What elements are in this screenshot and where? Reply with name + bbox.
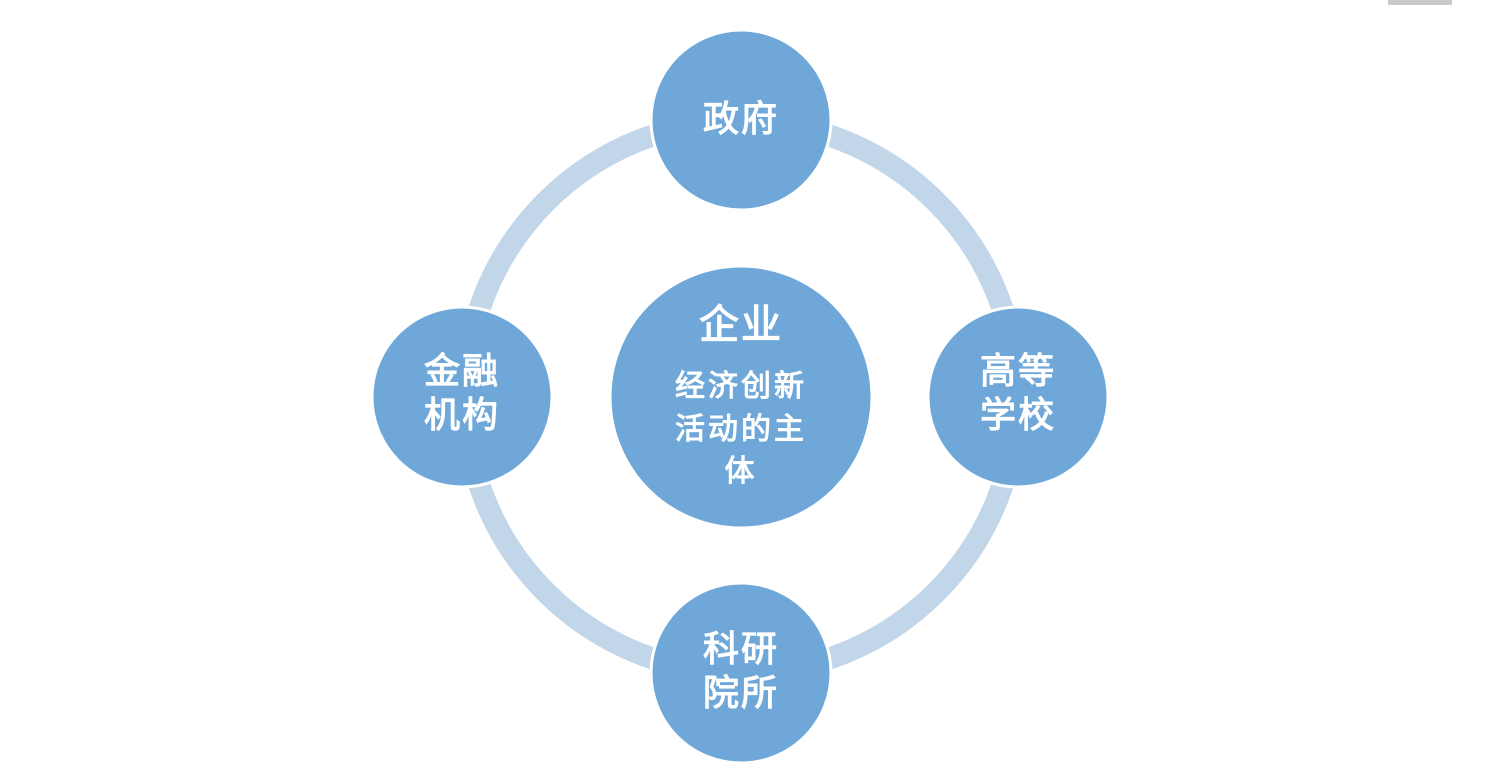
node-university: 高等 学校 — [926, 305, 1110, 489]
node-research-institute-circle — [649, 581, 833, 765]
node-university-label-line2: 学校 — [980, 394, 1056, 436]
corner-mark — [1388, 0, 1452, 5]
node-government-label: 政府 — [703, 98, 779, 140]
node-enterprise-desc-line1: 经济创新 — [675, 369, 807, 404]
node-government: 政府 — [649, 28, 833, 212]
node-enterprise-circle — [608, 264, 874, 530]
node-financial-institution: 金融 机构 — [370, 305, 554, 489]
node-research-institute: 科研 院所 — [649, 581, 833, 765]
node-government-circle — [649, 28, 833, 212]
node-enterprise-title: 企业 — [699, 301, 783, 348]
node-financial-institution-label-line2: 机构 — [424, 394, 500, 436]
node-enterprise-desc-line2: 活动的主 — [675, 412, 807, 447]
node-research-institute-label-line1: 科研 — [703, 628, 779, 670]
node-enterprise: 企业 经济创新 活动的主 体 — [608, 264, 874, 530]
node-financial-institution-label-line1: 金融 — [423, 350, 500, 392]
node-research-institute-label-line2: 院所 — [703, 672, 779, 714]
node-university-circle — [926, 305, 1110, 489]
node-university-label-line1: 高等 — [980, 350, 1056, 392]
node-enterprise-desc-line3: 体 — [725, 454, 758, 489]
node-financial-institution-circle — [370, 305, 554, 489]
